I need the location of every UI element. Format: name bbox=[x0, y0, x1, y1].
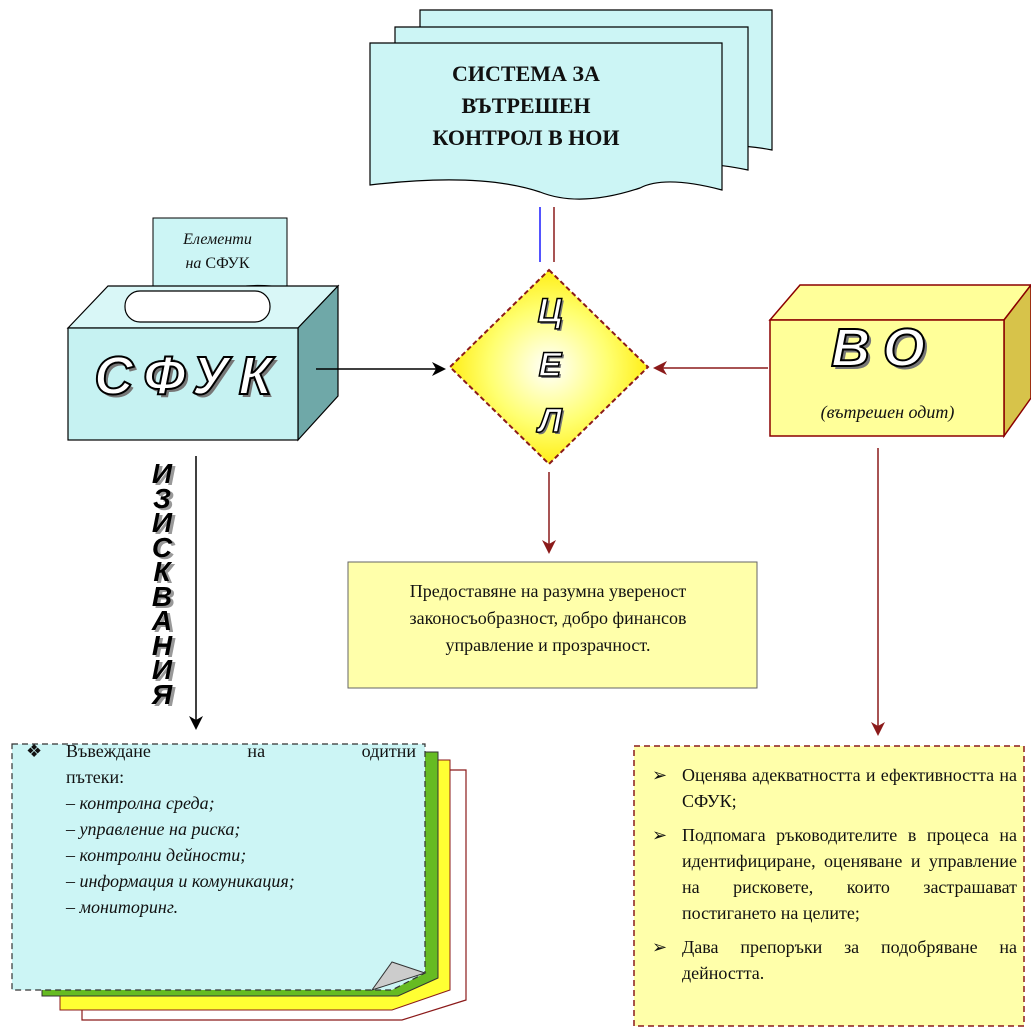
goal-letter-3: Л bbox=[538, 401, 563, 441]
req-letter: И bbox=[151, 654, 173, 685]
audit-item: – информация и комуникация; bbox=[66, 871, 295, 891]
vo-function-item: Подпомага ръководителите в процеса на ид… bbox=[652, 822, 1017, 926]
sfuk-label: СФУК bbox=[93, 345, 282, 407]
req-letter: Н bbox=[151, 629, 173, 661]
vo-box bbox=[768, 283, 1031, 439]
sfuk-box bbox=[66, 284, 340, 442]
audit-item: – мониторинг. bbox=[66, 897, 179, 917]
title-line-1: СИСТЕМА ЗА bbox=[452, 61, 600, 86]
vo-sublabel: (вътрешен одит) bbox=[820, 402, 955, 422]
note-line-1: Елементи bbox=[183, 231, 252, 248]
vo-function-item: Дава препоръки за подобряване на дейност… bbox=[652, 934, 1017, 986]
result-text: Предоставяне на разумна увереност законо… bbox=[358, 578, 738, 659]
req-letter: И bbox=[151, 458, 173, 489]
result-line-2: законосъобразност, добро финансов bbox=[409, 608, 687, 628]
system-title: СИСТЕМА ЗА ВЪТРЕШЕН КОНТРОЛ В НОИ bbox=[396, 58, 656, 154]
title-line-3: КОНТРОЛ В НОИ bbox=[432, 125, 620, 150]
goal-letter-1: Ц bbox=[537, 291, 563, 331]
req-letter: В bbox=[151, 580, 173, 612]
title-line-2: ВЪТРЕШЕН bbox=[461, 93, 591, 118]
audit-trails-pages bbox=[11, 743, 467, 1021]
title-document-stack bbox=[369, 9, 773, 200]
audit-heading-cont: пътеки: bbox=[66, 767, 125, 787]
req-letter: З bbox=[153, 482, 171, 514]
vo-function-item: Оценява адекватността и ефективността на… bbox=[652, 762, 1017, 814]
goal-diamond bbox=[448, 268, 650, 466]
audit-trails-list: ❖ Въвеждане на одитни пътеки: – контролн… bbox=[26, 738, 416, 920]
audit-item: – контролни дейности; bbox=[66, 845, 247, 865]
result-line-1: Предоставяне на разумна увереност bbox=[409, 581, 687, 601]
goal-letter-2: Е bbox=[538, 345, 562, 385]
audit-item: – управление на риска; bbox=[66, 819, 241, 839]
req-letter: К bbox=[153, 556, 171, 587]
result-line-3: управление и прозрачност. bbox=[445, 635, 651, 655]
req-letter: Я bbox=[151, 678, 173, 710]
vo-label: ВО bbox=[830, 317, 939, 379]
result-box bbox=[347, 561, 758, 689]
req-letter: И bbox=[151, 507, 173, 538]
audit-item: – контролна среда; bbox=[66, 793, 215, 813]
vo-functions-list: Оценява адекватността и ефективността на… bbox=[652, 762, 1017, 994]
elements-note-text: Елементи на СФУК bbox=[150, 228, 285, 276]
note-line-2: на СФУК bbox=[185, 255, 250, 272]
diamond-bullet-icon: ❖ bbox=[26, 741, 43, 761]
requirements-label: И З И С К В А Н И Я bbox=[140, 458, 184, 710]
req-letter: А bbox=[151, 605, 173, 636]
audit-heading: Въвеждане на одитни bbox=[66, 741, 416, 761]
req-letter: С bbox=[151, 531, 173, 563]
